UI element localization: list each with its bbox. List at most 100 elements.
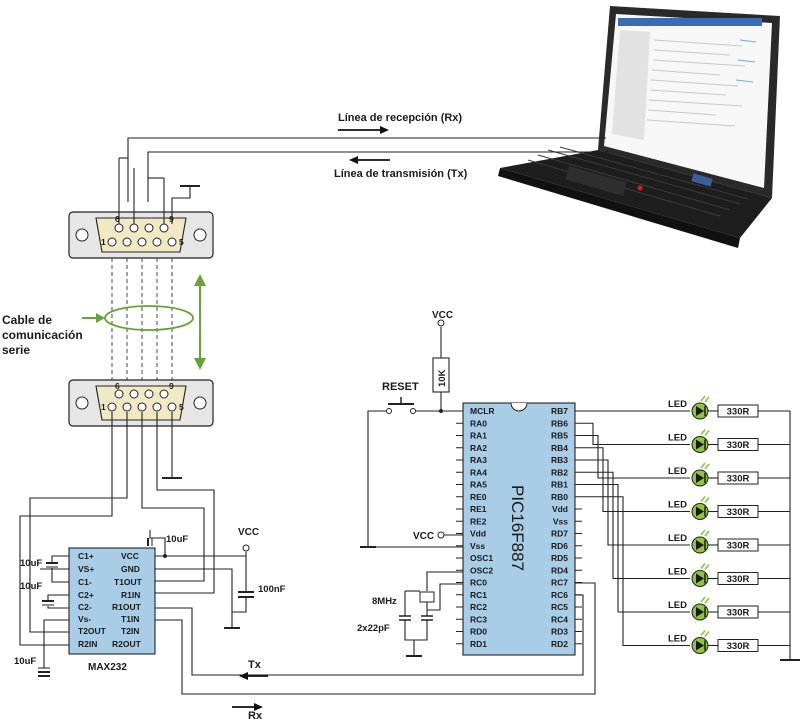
pic-pin-rd6: RD6 [551, 541, 568, 551]
pic-pin-rc4: RC4 [551, 614, 568, 624]
led-row: LED 330R [582, 471, 790, 587]
resistor-330r-label: 330R [727, 574, 750, 585]
pic-pin-rb0: RB0 [551, 492, 568, 502]
pic-pin-rb6: RB6 [551, 418, 568, 428]
svg-text:6: 6 [115, 214, 120, 224]
pic-label: PIC16F887 [508, 485, 527, 571]
led-row: LED 330R [582, 483, 790, 621]
pic-pin-re1: RE1 [470, 504, 487, 514]
led-icon [691, 630, 710, 654]
pic-pin-vss: Vss [470, 541, 485, 551]
svg-text:R1OUT: R1OUT [112, 602, 142, 612]
pic-pin-ra1: RA1 [470, 431, 487, 441]
serial-cable [104, 258, 194, 380]
pic-pin-osc1: OSC1 [470, 553, 493, 563]
led-label: LED [668, 634, 687, 645]
led-icon [691, 496, 710, 520]
led-label: LED [668, 433, 687, 444]
pic-pin-re2: RE2 [470, 516, 487, 526]
rx-line-label: Línea de recepción (Rx) [338, 112, 462, 124]
vcc-label-max: VCC [238, 527, 259, 538]
pic-pin-rc6: RC6 [551, 590, 568, 600]
pic-pin-rc5: RC5 [551, 602, 568, 612]
led-icon [691, 462, 710, 487]
led-icon [691, 395, 710, 420]
pic-pin-rc0: RC0 [470, 578, 487, 588]
pic-pin-osc2: OSC2 [470, 565, 493, 575]
svg-text:R1IN: R1IN [121, 590, 140, 600]
cap-10uf-label-4: 10uF [166, 534, 188, 545]
db9-connector-bottom: 1 5 6 9 [68, 379, 214, 427]
led-icon [691, 596, 710, 621]
led-label: LED [668, 500, 687, 511]
led-icon [691, 429, 710, 453]
cable-label-2: comunicación [2, 328, 83, 342]
pic-pin-rc1: RC1 [470, 590, 487, 600]
caps-label: 2x22pF [357, 623, 390, 634]
led-row: LED 330R [582, 434, 790, 487]
svg-text:5: 5 [179, 402, 184, 412]
resistor-330r-label: 330R [727, 608, 750, 619]
led-row: LED 330R [582, 447, 790, 520]
led-label: LED [668, 399, 687, 410]
svg-text:C1-: C1- [78, 577, 92, 587]
pic-pin-vdd: Vdd [470, 529, 486, 539]
svg-text:9: 9 [169, 381, 174, 391]
db9-connector-top: 1 5 6 9 [68, 211, 214, 259]
svg-text:1: 1 [101, 402, 106, 412]
pic-pin-rc2: RC2 [470, 602, 487, 612]
led-icon [691, 563, 710, 587]
resistor-330r-label: 330R [727, 474, 750, 485]
reset-button[interactable] [386, 397, 416, 414]
led-label: LED [668, 567, 687, 578]
pic-pin-rd2: RD2 [551, 639, 568, 649]
laptop-image [498, 6, 780, 248]
svg-text:T1IN: T1IN [121, 614, 139, 624]
pic-pin-re0: RE0 [470, 492, 487, 502]
svg-text:R2IN: R2IN [78, 639, 97, 649]
pic-pin-rd1: RD1 [470, 639, 487, 649]
pic-pin-rd7: RD7 [551, 529, 568, 539]
cable-arrow-up-icon [194, 274, 206, 286]
pic-pin-rb5: RB5 [551, 431, 568, 441]
tx-line-label: Línea de transmisión (Tx) [334, 168, 468, 180]
vcc-label-pull: VCC [432, 310, 453, 321]
rx-label: Rx [248, 710, 263, 722]
pic-pin-rb1: RB1 [551, 480, 568, 490]
pic-pin-vdd: Vdd [552, 504, 568, 514]
led-label: LED [668, 533, 687, 544]
pic-pin-ra4: RA4 [470, 467, 487, 477]
svg-text:GND: GND [121, 564, 140, 574]
resistor-330r-label: 330R [727, 440, 750, 451]
cap-100nf-label: 100nF [258, 584, 286, 595]
pic16f887-chip: MCLRRA0RA1RA2RA3RA4RA5RE0RE1RE2VddVssOSC… [462, 402, 576, 656]
max232-label: MAX232 [88, 662, 127, 673]
pic-pin-rd3: RD3 [551, 627, 568, 637]
svg-text:Vs-: Vs- [78, 614, 91, 624]
pic-pin-rb4: RB4 [551, 443, 568, 453]
pic-pin-rd0: RD0 [470, 627, 487, 637]
svg-text:C2-: C2- [78, 602, 92, 612]
led-label: LED [668, 600, 687, 611]
pic-pin-ra3: RA3 [470, 455, 487, 465]
rx-arrow-small-icon [254, 703, 263, 711]
crystal-label: 8MHz [372, 596, 397, 607]
pic-pin-rc7: RC7 [551, 578, 568, 588]
led-label: LED [668, 466, 687, 477]
resistor-330r-label: 330R [727, 641, 750, 652]
pic-pin-rd4: RD4 [551, 565, 568, 575]
cap-10uf-label-3: 10uF [14, 656, 36, 667]
led-row: LED 330R [582, 459, 790, 554]
led-icon [691, 529, 710, 554]
svg-text:VS+: VS+ [78, 564, 94, 574]
svg-text:T2OUT: T2OUT [78, 626, 107, 636]
rx-arrow-icon [380, 126, 389, 134]
pic-pin-rc3: RC3 [470, 614, 487, 624]
cable-arrow-down-icon [194, 358, 206, 370]
tx-arrow-icon [349, 156, 358, 164]
pic-pin-ra2: RA2 [470, 443, 487, 453]
pic-pin-rb7: RB7 [551, 406, 568, 416]
resistor-330r-label: 330R [727, 541, 750, 552]
